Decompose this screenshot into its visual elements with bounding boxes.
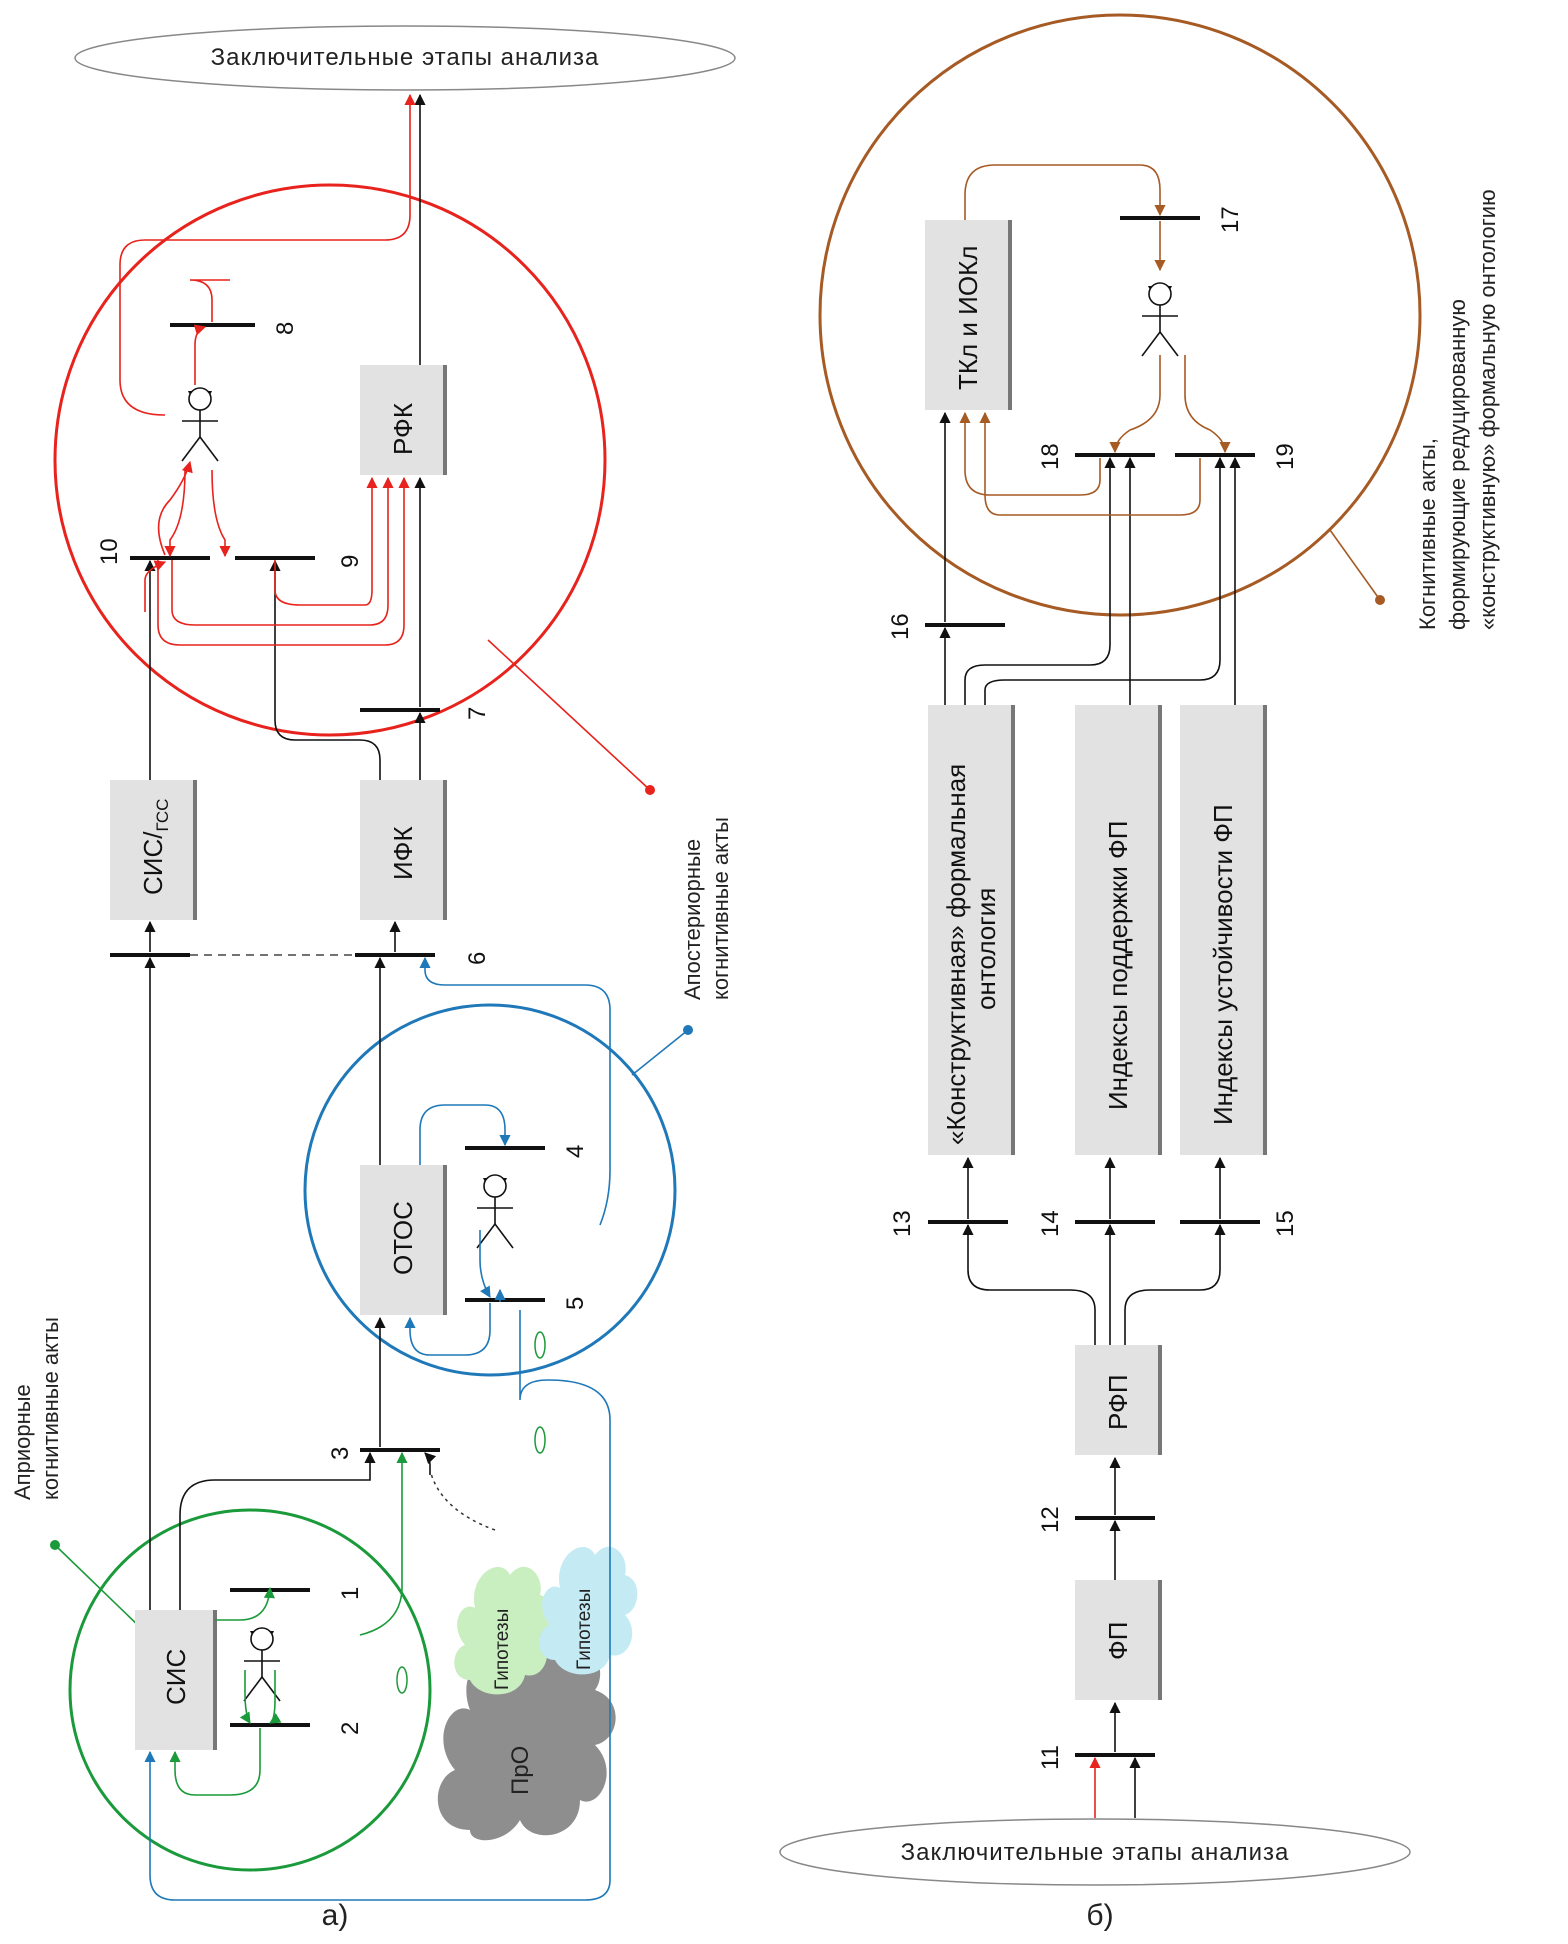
number-9: 9 <box>337 555 364 568</box>
hypotheses-blue: Гипотезы <box>574 1589 595 1670</box>
box-otos-label: ОТОС <box>388 1201 418 1275</box>
panel-a: Заключительные этапы анализа Априорные к… <box>10 25 736 1932</box>
box-ontology-label-2: онтология <box>971 888 1001 1010</box>
number-1: 1 <box>337 1587 364 1600</box>
brown-leader <box>1329 529 1381 601</box>
box-sis-gss-sub: ГСС <box>153 799 172 832</box>
brown-flows <box>959 164 1231 516</box>
number-13: 13 <box>889 1210 916 1237</box>
box-ifk: ИФК <box>360 780 447 920</box>
aposteriori-label-2: когнитивные акты <box>708 817 733 1000</box>
black-flows-a <box>144 93 496 1610</box>
box-ontology: «Конструктивная» формальная онтология <box>928 705 1015 1155</box>
aposteriori-label-1: Апостериорные <box>680 839 705 1000</box>
number-4: 4 <box>562 1145 589 1158</box>
brown-circle <box>818 13 1422 617</box>
red-leader <box>487 639 651 791</box>
box-sis-label: СИС <box>161 1649 191 1705</box>
box-sis-gss: СИС/ГСС <box>110 780 197 920</box>
red-flows <box>119 93 416 646</box>
actor-red-icon <box>181 387 219 462</box>
number-3: 3 <box>327 1447 354 1460</box>
number-14: 14 <box>1037 1210 1064 1237</box>
green-circle <box>68 1508 432 1872</box>
box-sis-gss-main: СИС/ <box>138 831 168 895</box>
box-sis-gss-label: СИС/ГСС <box>138 799 172 895</box>
box-support-label: Индексы поддержки ФП <box>1103 821 1133 1110</box>
dotted-link-cloud <box>429 1469 496 1531</box>
number-8: 8 <box>272 322 299 335</box>
blue-flows <box>144 956 611 1901</box>
box-rfk-label: РФК <box>388 403 418 455</box>
box-support: Индексы поддержки ФП <box>1075 705 1162 1155</box>
actor-brown-icon <box>1141 282 1179 357</box>
box-rfk: РФК <box>360 365 447 475</box>
green-flows <box>169 1426 546 1796</box>
number-12: 12 <box>1037 1506 1064 1533</box>
aposteriori-dot <box>683 1025 693 1035</box>
caption-b: б) <box>1086 1899 1113 1932</box>
final-stages-label-b: Заключительные этапы анализа <box>901 1839 1290 1866</box>
number-17: 17 <box>1217 206 1244 233</box>
box-fp: ФП <box>1075 1580 1162 1700</box>
number-7: 7 <box>464 707 491 720</box>
panel-b: Заключительные этапы анализа Когнитивные… <box>779 13 1500 1932</box>
cog-label-2: формирующие редуцированную <box>1445 299 1470 630</box>
apriori-dot <box>50 1540 60 1550</box>
actor-blue-icon <box>476 1174 514 1249</box>
number-18: 18 <box>1037 443 1064 470</box>
hypotheses-green: Гипотезы <box>492 1609 513 1690</box>
box-stability-label: Индексы устойчивости ФП <box>1208 804 1238 1125</box>
box-fp-label: ФП <box>1103 1622 1133 1660</box>
red-circle <box>53 183 607 737</box>
number-19: 19 <box>1272 443 1299 470</box>
box-ontology-label-1: «Конструктивная» формальная <box>941 764 971 1145</box>
number-15: 15 <box>1272 1210 1299 1237</box>
final-stages-ellipse-a <box>74 25 736 91</box>
box-rfp-label: РФП <box>1103 1374 1133 1430</box>
box-ifk-label: ИФК <box>388 826 418 880</box>
number-2: 2 <box>337 1722 364 1735</box>
number-16: 16 <box>887 613 914 640</box>
brown-dot <box>1375 595 1385 605</box>
cog-label-3: «конструктивную» формальную онтологию <box>1475 189 1500 630</box>
number-5: 5 <box>562 1297 589 1310</box>
apriori-leader <box>54 1544 146 1633</box>
box-sis: СИС <box>135 1610 217 1750</box>
final-stages-ellipse-b <box>779 1818 1411 1886</box>
apriori-label-2: когнитивные акты <box>38 1317 63 1500</box>
final-stages-label-a: Заключительные этапы анализа <box>211 44 600 71</box>
box-rfp: РФП <box>1075 1345 1162 1455</box>
apriori-label-1: Априорные <box>10 1384 35 1500</box>
domain-cloud: Гипотезы Гипотезы ПрО <box>437 1546 638 1841</box>
aposteriori-leader <box>631 1029 689 1076</box>
red-dot <box>645 785 655 795</box>
box-stability: Индексы устойчивости ФП <box>1180 705 1267 1155</box>
box-otos: ОТОС <box>360 1165 447 1315</box>
box-tkl: ТКл и ИОКл <box>925 220 1012 410</box>
number-6: 6 <box>464 952 491 965</box>
domain-label: ПрО <box>507 1746 534 1795</box>
number-11: 11 <box>1037 1745 1064 1770</box>
number-10: 10 <box>96 538 123 565</box>
cog-label-1: Когнитивные акты, <box>1415 438 1440 630</box>
caption-a: а) <box>322 1899 349 1932</box>
black-flows-b <box>939 411 1241 1818</box>
box-tkl-label: ТКл и ИОКл <box>953 246 983 390</box>
blue-circle <box>303 1003 677 1377</box>
